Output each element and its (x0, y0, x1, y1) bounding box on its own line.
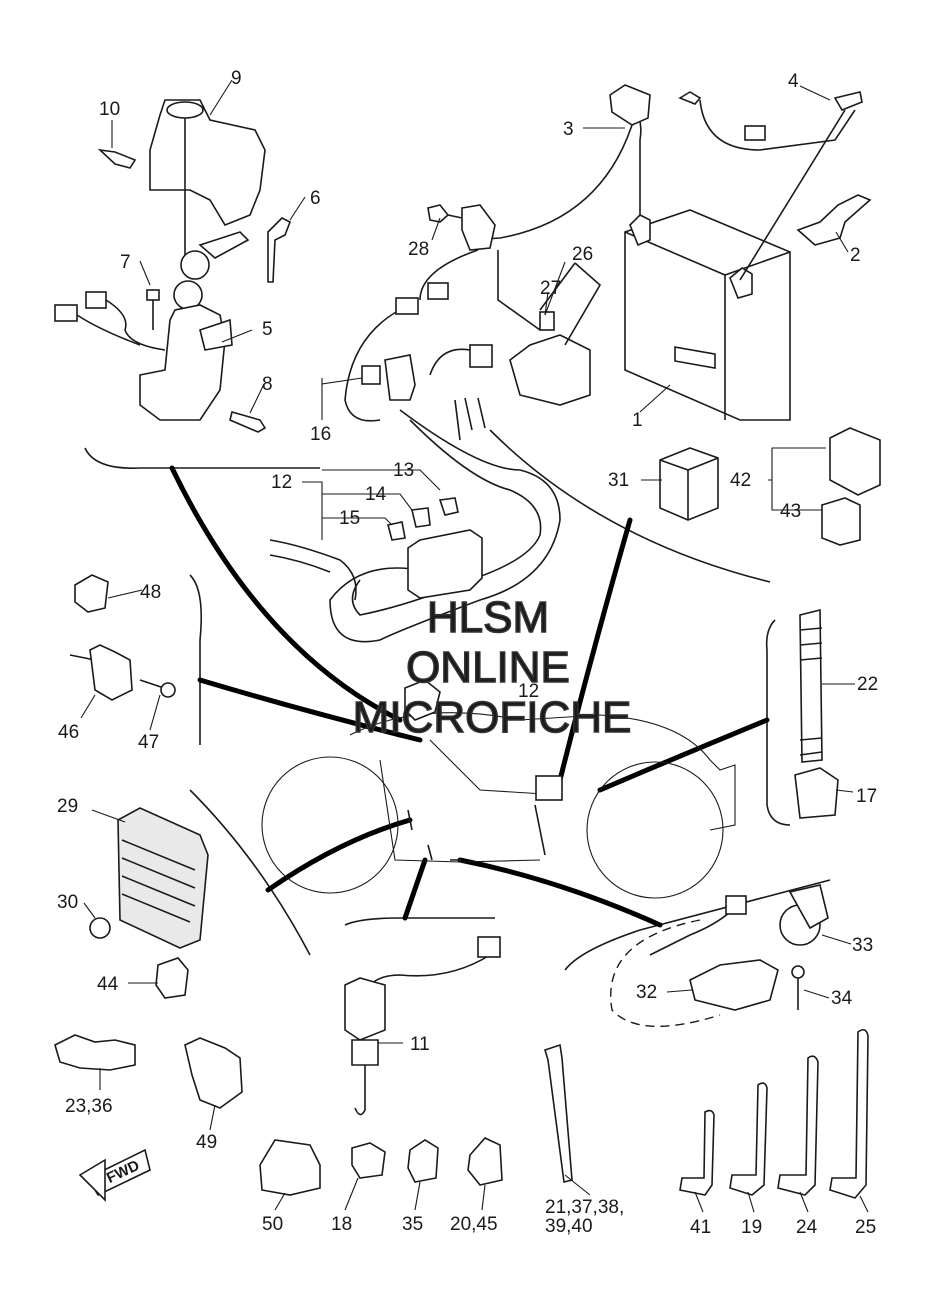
sensor-group-left (69, 574, 176, 701)
callout-6[interactable]: 6 (310, 188, 321, 209)
callout-43[interactable]: 43 (780, 501, 801, 522)
cable-tie-group (544, 1028, 869, 1199)
wire-harness (269, 249, 561, 721)
ignition-cluster (54, 99, 292, 433)
callout-26[interactable]: 26 (572, 244, 593, 265)
callout-17[interactable]: 17 (856, 786, 877, 807)
callout-10[interactable]: 10 (99, 99, 120, 120)
callout-12-lower[interactable]: 12 (518, 681, 539, 702)
callout-44[interactable]: 44 (97, 974, 119, 995)
callout-30[interactable]: 30 (57, 892, 78, 913)
leader-lines (80, 79, 869, 1213)
battery-group (427, 84, 872, 421)
callout-20-45[interactable]: 20,45 (450, 1214, 498, 1235)
callout-27[interactable]: 27 (540, 278, 561, 299)
sensor-group-right (610, 884, 829, 1028)
callout-11[interactable]: 11 (410, 1034, 430, 1055)
callout-3[interactable]: 3 (563, 119, 574, 140)
motorcycle-outline (261, 712, 736, 899)
relay-group (659, 427, 881, 546)
callout-12-upper[interactable]: 12 (271, 472, 292, 493)
callout-2[interactable]: 2 (850, 245, 861, 266)
section-boundaries (84, 429, 831, 971)
callout-1[interactable]: 1 (632, 410, 643, 431)
callout-28[interactable]: 28 (408, 239, 429, 260)
callout-22[interactable]: 22 (857, 674, 878, 695)
callout-labels: 9 10 6 7 5 8 3 4 2 28 26 27 1 16 12 13 1… (57, 68, 878, 1238)
callout-34[interactable]: 34 (831, 988, 853, 1009)
watermark-line-2: ONLINE (406, 643, 570, 692)
callout-47[interactable]: 47 (138, 732, 159, 753)
callout-31[interactable]: 31 (608, 470, 629, 491)
rectifier-group (89, 807, 209, 999)
stud-group (794, 608, 839, 819)
callout-48[interactable]: 48 (140, 582, 161, 603)
callout-4[interactable]: 4 (788, 71, 799, 92)
callout-7[interactable]: 7 (120, 252, 131, 273)
callout-13[interactable]: 13 (393, 460, 414, 481)
callout-8[interactable]: 8 (262, 374, 273, 395)
callout-50[interactable]: 50 (262, 1214, 283, 1235)
callout-19[interactable]: 19 (741, 1217, 762, 1238)
callout-39-40[interactable]: 39,40 (545, 1216, 593, 1237)
callout-33[interactable]: 33 (852, 935, 873, 956)
callout-25[interactable]: 25 (855, 1217, 876, 1238)
callout-49[interactable]: 49 (196, 1132, 217, 1153)
callout-23-36[interactable]: 23,36 (65, 1096, 113, 1117)
switch-11 (344, 936, 501, 1116)
callout-5[interactable]: 5 (262, 319, 273, 340)
callout-21-37-38[interactable]: 21,37,38, (545, 1197, 624, 1218)
callout-9[interactable]: 9 (231, 68, 242, 89)
callout-14[interactable]: 14 (365, 484, 387, 505)
callout-46[interactable]: 46 (58, 722, 79, 743)
callout-42[interactable]: 42 (730, 470, 751, 491)
fwd-direction-icon: FWD (78, 1148, 151, 1202)
watermark-line-1: HLSM (427, 593, 549, 642)
callout-35[interactable]: 35 (402, 1214, 423, 1235)
callout-32[interactable]: 32 (636, 982, 657, 1003)
callout-29[interactable]: 29 (57, 796, 78, 817)
callout-16[interactable]: 16 (310, 424, 331, 445)
callout-18[interactable]: 18 (331, 1214, 352, 1235)
watermark-line-3: MICROFICHE (353, 693, 632, 742)
callout-15[interactable]: 15 (339, 508, 360, 529)
clamp-group (54, 1034, 503, 1196)
callout-24[interactable]: 24 (796, 1217, 818, 1238)
callout-41[interactable]: 41 (690, 1217, 711, 1238)
watermark: HLSM ONLINE MICROFICHE (352, 592, 632, 743)
